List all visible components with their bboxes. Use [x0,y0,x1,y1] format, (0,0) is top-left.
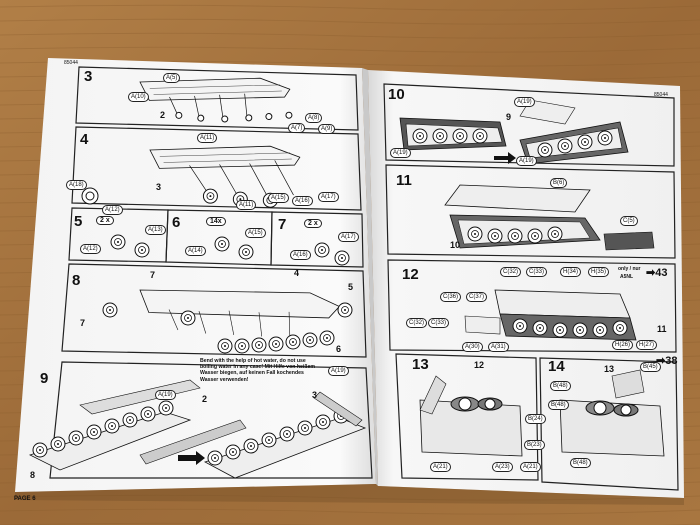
step-12-number: 12 [402,266,419,283]
step-13-part: A(23) [492,462,513,472]
step-4-part: A(15) [268,193,289,203]
step-8-callout: 7 [80,318,86,328]
step-3-part: A(7) [288,123,306,133]
step-12-part: H(27) [636,340,658,350]
step-6-part: A(15) [245,228,266,238]
step-6-part: A(14) [185,246,206,256]
left-header-code: 85044 [64,60,78,66]
step-12-part: C(32) [406,318,428,328]
step-12-callout: 11 [657,324,667,334]
step-11-callout: 10 [450,240,461,250]
step-9-number: 9 [40,370,49,387]
step-3-part: A(9) [318,124,336,134]
step-4-part: A(12) [102,205,123,215]
step-7-number: 7 [278,216,287,233]
step-11-part: B(6) [550,178,568,188]
step-9-part: A(19) [328,366,349,376]
step-14-part: B(48) [550,381,571,391]
only-version-model: A5NL [620,274,634,280]
page-footer: PAGE 6 [14,496,36,502]
step-13-part: A(21) [520,462,541,472]
right-header-code: 85044 [654,92,668,98]
step-12-part: C(32) [500,267,522,277]
step-13-part: B(24) [525,414,546,424]
step-5-part: A(13) [145,225,166,235]
step-9-callout: 3 [312,390,318,400]
step-13-part: A(21) [430,462,451,472]
step-12-part: H(35) [588,267,610,277]
step-12-part: H(26) [612,340,634,350]
only-version-note: only / nur [618,266,641,272]
goto-step-38-label: 38 [665,355,678,367]
step-10-callout: 9 [506,112,512,122]
step-14-part: B(45) [640,362,661,372]
step-12-part: A(30) [462,342,483,352]
step-4-part: A(11) [197,133,218,143]
step-12-part: C(37) [466,292,488,302]
step-3-part: A(8) [305,113,323,123]
step-13-callout: 12 [474,360,485,370]
step-14-number: 14 [548,358,565,375]
step-13-number: 13 [412,356,429,373]
step-4-part: A(17) [318,192,339,202]
step-8-callout: 7 [150,270,156,280]
step-12-part: H(34) [560,267,582,277]
goto-step-43-label: 43 [655,267,668,279]
step-7-part: A(17) [338,232,359,242]
step-6-number: 6 [172,214,181,231]
step-3-part: A(10) [128,92,149,102]
step-11-part: C(5) [620,216,638,226]
step-10-number: 10 [388,86,405,103]
step-14-part: B(48) [570,458,591,468]
step-8-callout: 6 [336,344,342,354]
step-3-part: A(5) [163,73,181,83]
step-4-callout: 3 [156,182,162,192]
step-10-part: A(19) [514,97,535,107]
goto-step-43: ➡43 [646,267,668,279]
step-4-number: 4 [80,131,89,148]
hot-water-warning: Bend with the help of hot water, do not … [200,358,316,383]
step-14-callout: 13 [604,364,615,374]
step-5-part: A(12) [80,244,101,254]
step-3-number: 3 [84,68,93,85]
step-3-callout: 2 [160,110,166,120]
step-11-number: 11 [396,172,412,189]
step-4-part: A(18) [66,180,87,190]
step-8-number: 8 [72,272,81,289]
step-7-quantity: 2 x [304,219,322,228]
step-12-part: C(33) [428,318,450,328]
step-9-part: A(19) [155,390,176,400]
goto-step-38: ➡38 [656,355,678,367]
step-12-part: A(31) [488,342,509,352]
step-13-part: B(23) [524,440,545,450]
step-7-part: A(16) [290,250,311,260]
step-8-callout: 5 [348,282,354,292]
step-10-part: A(19) [390,148,411,158]
step-14-part: B(48) [548,400,569,410]
step-9-callout: 2 [202,394,208,404]
step-8-callout: 4 [294,268,300,278]
step-12-part: C(33) [526,267,548,277]
step-5-quantity: 2 x [96,216,114,225]
step-4-part: A(11) [236,200,257,210]
step-12-part: C(36) [440,292,462,302]
step-6-quantity: 14x [206,217,226,226]
step-10-part: A(19) [516,156,537,166]
step-9-callout: 8 [30,470,36,480]
step-4-part: A(16) [292,196,313,206]
step-5-number: 5 [74,213,83,230]
